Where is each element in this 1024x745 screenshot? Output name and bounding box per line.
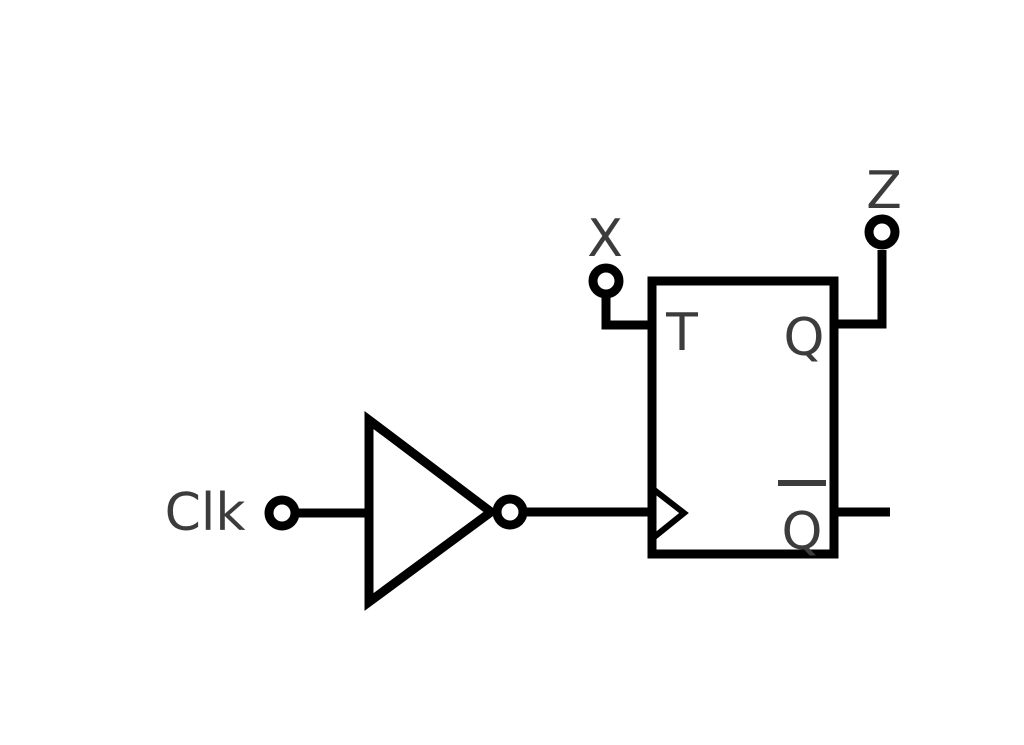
terminal-clk[interactable] xyxy=(264,495,300,531)
wire-group xyxy=(299,250,890,518)
x-label: X xyxy=(587,209,623,269)
clk-label: Clk xyxy=(165,483,246,543)
wire-x-to-t-input xyxy=(601,296,652,330)
wire-q-to-z xyxy=(834,250,887,329)
qbar-output-label: Q xyxy=(782,502,823,562)
t-input-label: T xyxy=(665,303,698,363)
q-output-label: Q xyxy=(784,308,825,368)
z-label: Z xyxy=(866,161,902,221)
terminal-z[interactable] xyxy=(864,214,900,250)
clock-chevron-icon xyxy=(651,486,689,541)
inverter-bubble-icon xyxy=(492,494,528,530)
inverter-triangle xyxy=(364,410,499,611)
terminal-x[interactable] xyxy=(588,263,624,299)
